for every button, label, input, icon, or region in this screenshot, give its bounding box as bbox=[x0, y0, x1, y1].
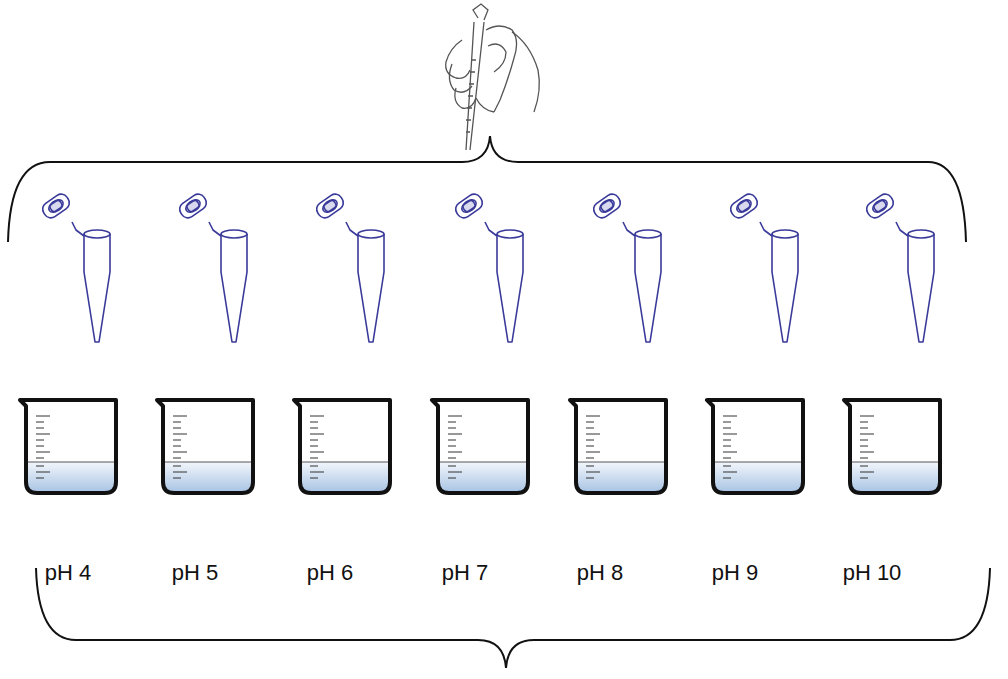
label-holder: pH 10 bbox=[843, 560, 902, 586]
label-holder: pH 6 bbox=[307, 560, 353, 586]
pipette-shaft bbox=[466, 22, 484, 150]
beaker bbox=[157, 400, 253, 493]
hand-finger bbox=[449, 64, 472, 92]
microcentrifuge-tube bbox=[864, 191, 934, 342]
microcentrifuge-tube bbox=[728, 191, 798, 342]
beaker bbox=[432, 400, 528, 493]
hand-wrist bbox=[512, 32, 539, 112]
hand-palm bbox=[486, 26, 517, 112]
hand-finger bbox=[455, 88, 476, 108]
ph-label: pH 8 bbox=[577, 560, 623, 586]
label-holder: pH 7 bbox=[442, 560, 488, 586]
ph-label: pH 9 bbox=[712, 560, 758, 586]
hand-thumb bbox=[488, 44, 506, 72]
microcentrifuge-tube bbox=[177, 191, 247, 342]
label-holder: pH 5 bbox=[172, 560, 218, 586]
beaker bbox=[20, 400, 116, 493]
beaker bbox=[294, 400, 390, 493]
microcentrifuge-tube bbox=[314, 191, 384, 342]
ph-label: pH 5 bbox=[172, 560, 218, 586]
label-holder: pH 8 bbox=[577, 560, 623, 586]
ph-label: pH 6 bbox=[307, 560, 353, 586]
pipette-scale bbox=[466, 60, 476, 132]
pipette-plunger bbox=[473, 4, 488, 20]
label-holder: pH 9 bbox=[712, 560, 758, 586]
microcentrifuge-tube bbox=[453, 191, 523, 342]
label-holder: pH 4 bbox=[45, 560, 91, 586]
beaker bbox=[707, 400, 803, 493]
microcentrifuge-tube bbox=[591, 191, 661, 342]
ph-label: pH 7 bbox=[442, 560, 488, 586]
hand-palm bbox=[476, 98, 494, 112]
hand-with-pipette bbox=[446, 4, 540, 150]
microcentrifuge-tube bbox=[40, 191, 110, 342]
ph-label: pH 10 bbox=[843, 560, 902, 586]
beaker bbox=[844, 400, 940, 493]
ph-label: pH 4 bbox=[45, 560, 91, 586]
beaker bbox=[570, 400, 666, 493]
